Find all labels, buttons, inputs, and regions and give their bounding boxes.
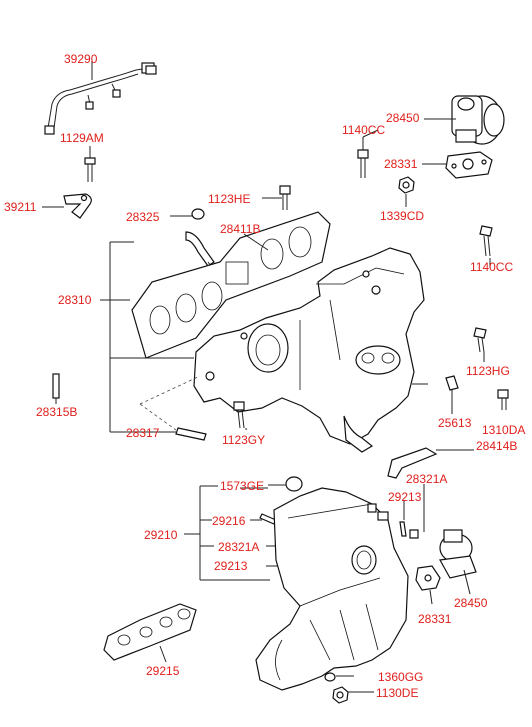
label-1140cc-right: 1140CC [470, 260, 514, 274]
label-1123gy: 1123GY [222, 433, 266, 447]
label-1360gg: 1360GG [378, 670, 424, 684]
actuator-28450-top-part [424, 95, 505, 145]
label-1140cc-top: 1140CC [342, 123, 386, 137]
label-28315b: 28315B [36, 405, 78, 419]
label-28317: 28317 [126, 426, 160, 440]
bolt-1123he-part [262, 185, 291, 210]
stud-28315b-part [52, 373, 60, 404]
hose-28325-part [170, 208, 215, 271]
nut-1130de-part [332, 686, 374, 704]
label-28321a-right: 28321A [406, 472, 448, 486]
label-28414b: 28414B [476, 439, 518, 453]
label-29213-left: 29213 [214, 559, 248, 573]
label-29213-right: 29213 [388, 490, 422, 504]
bolt-1129am-part [84, 146, 96, 182]
stud-28317-part [175, 427, 207, 441]
part-25613 [445, 375, 459, 414]
label-29210: 29210 [144, 528, 178, 542]
label-25613: 25613 [438, 416, 472, 430]
label-28411b: 28411B [220, 222, 261, 236]
stud-29216-part [259, 513, 277, 525]
gasket-28331-bottom-part [415, 565, 441, 605]
exhaust-manifold-28310-part [193, 247, 428, 453]
actuator-28450-bottom-part [439, 529, 477, 595]
bracket-28414b-part [387, 447, 474, 479]
cap-1573ge-part [268, 476, 303, 492]
washer-1360gg-part [324, 672, 354, 682]
label-1310da: 1310DA [482, 423, 526, 437]
clip-39211-part [42, 193, 92, 219]
label-28310: 28310 [58, 293, 92, 307]
label-39290: 39290 [64, 52, 98, 66]
bolt-1140cc-right-part [479, 225, 493, 257]
label-1339cd: 1339CD [380, 209, 425, 223]
label-28325: 28325 [126, 210, 160, 224]
label-29216: 29216 [212, 514, 246, 528]
label-28321a-left: 28321A [218, 540, 260, 554]
stud-29213-right-part [399, 500, 407, 537]
label-28450-top: 28450 [386, 111, 420, 125]
label-1123he: 1123HE [208, 192, 251, 206]
bolt-1140cc-top-part [357, 137, 369, 178]
gasket-28331-top-part [422, 151, 493, 179]
bolt-1123gy-part [233, 401, 245, 429]
label-28331-bottom: 28331 [418, 612, 452, 626]
label-1129am: 1129AM [60, 131, 104, 145]
group-bracket-28310 [100, 241, 201, 433]
leader-lines [91, 60, 491, 489]
label-1130de: 1130DE [376, 686, 419, 700]
gasket-29215-part [103, 603, 197, 663]
label-1573ge: 1573GE [220, 479, 265, 493]
bolt-1310da-part [497, 389, 509, 410]
label-39211: 39211 [4, 200, 37, 214]
label-29215: 29215 [146, 664, 180, 678]
bolt-1123hg-part [473, 327, 487, 362]
bolt-28321a-right-part [409, 484, 425, 539]
label-28450-bottom: 28450 [454, 596, 488, 610]
label-28331-top: 28331 [384, 157, 418, 171]
wiring-harness-part [44, 62, 157, 135]
nut-1339cd-part [398, 176, 415, 207]
gasket-28411b-part [131, 211, 331, 359]
intake-manifold-29210-part [255, 487, 409, 691]
label-1123hg: 1123HG [466, 364, 510, 378]
